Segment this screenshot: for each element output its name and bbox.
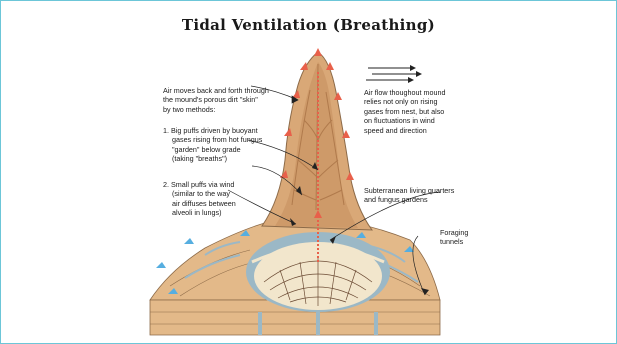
airflow-line-3: gases from nest, but also xyxy=(364,107,446,116)
quarters-line-2: and fungus gardens xyxy=(364,195,454,204)
quarters-annotation: Subterranean living quarters and fungus … xyxy=(364,186,454,205)
quarters-line-1: Subterranean living quarters xyxy=(364,186,454,195)
airflow-annotation: Air flow thoughout mound relies not only… xyxy=(364,88,446,135)
method2-line-4: alveoli in lungs) xyxy=(163,208,236,217)
method1-annotation: 1. Big puffs driven by buoyant gases ris… xyxy=(163,126,262,164)
foraging-line-2: tunnels xyxy=(440,237,468,246)
intro-annotation: Air moves back and forth through the mou… xyxy=(163,86,269,114)
method2-line-2: (similar to the way xyxy=(163,189,236,198)
airflow-line-2: relies not only on rising xyxy=(364,97,446,106)
method1-line-4: (taking "breaths") xyxy=(163,154,262,163)
method2-line-1: 2. Small puffs via wind xyxy=(163,180,236,189)
foraging-annotation: Foraging tunnels xyxy=(440,228,468,247)
intro-line-3: by two methods: xyxy=(163,105,269,114)
intro-line-1: Air moves back and forth through xyxy=(163,86,269,95)
airflow-line-1: Air flow thoughout mound xyxy=(364,88,446,97)
method1-line-2: gases rising from hot fungus xyxy=(163,135,262,144)
airflow-line-4: on fluctuations in wind xyxy=(364,116,446,125)
foraging-line-1: Foraging xyxy=(440,228,468,237)
method1-line-1: 1. Big puffs driven by buoyant xyxy=(163,126,262,135)
method2-line-3: air diffuses between xyxy=(163,199,236,208)
airflow-line-5: speed and direction xyxy=(364,126,446,135)
intro-line-2: the mound's porous dirt "skin" xyxy=(163,95,269,104)
method2-annotation: 2. Small puffs via wind (similar to the … xyxy=(163,180,236,218)
method1-line-3: "garden" below grade xyxy=(163,145,262,154)
